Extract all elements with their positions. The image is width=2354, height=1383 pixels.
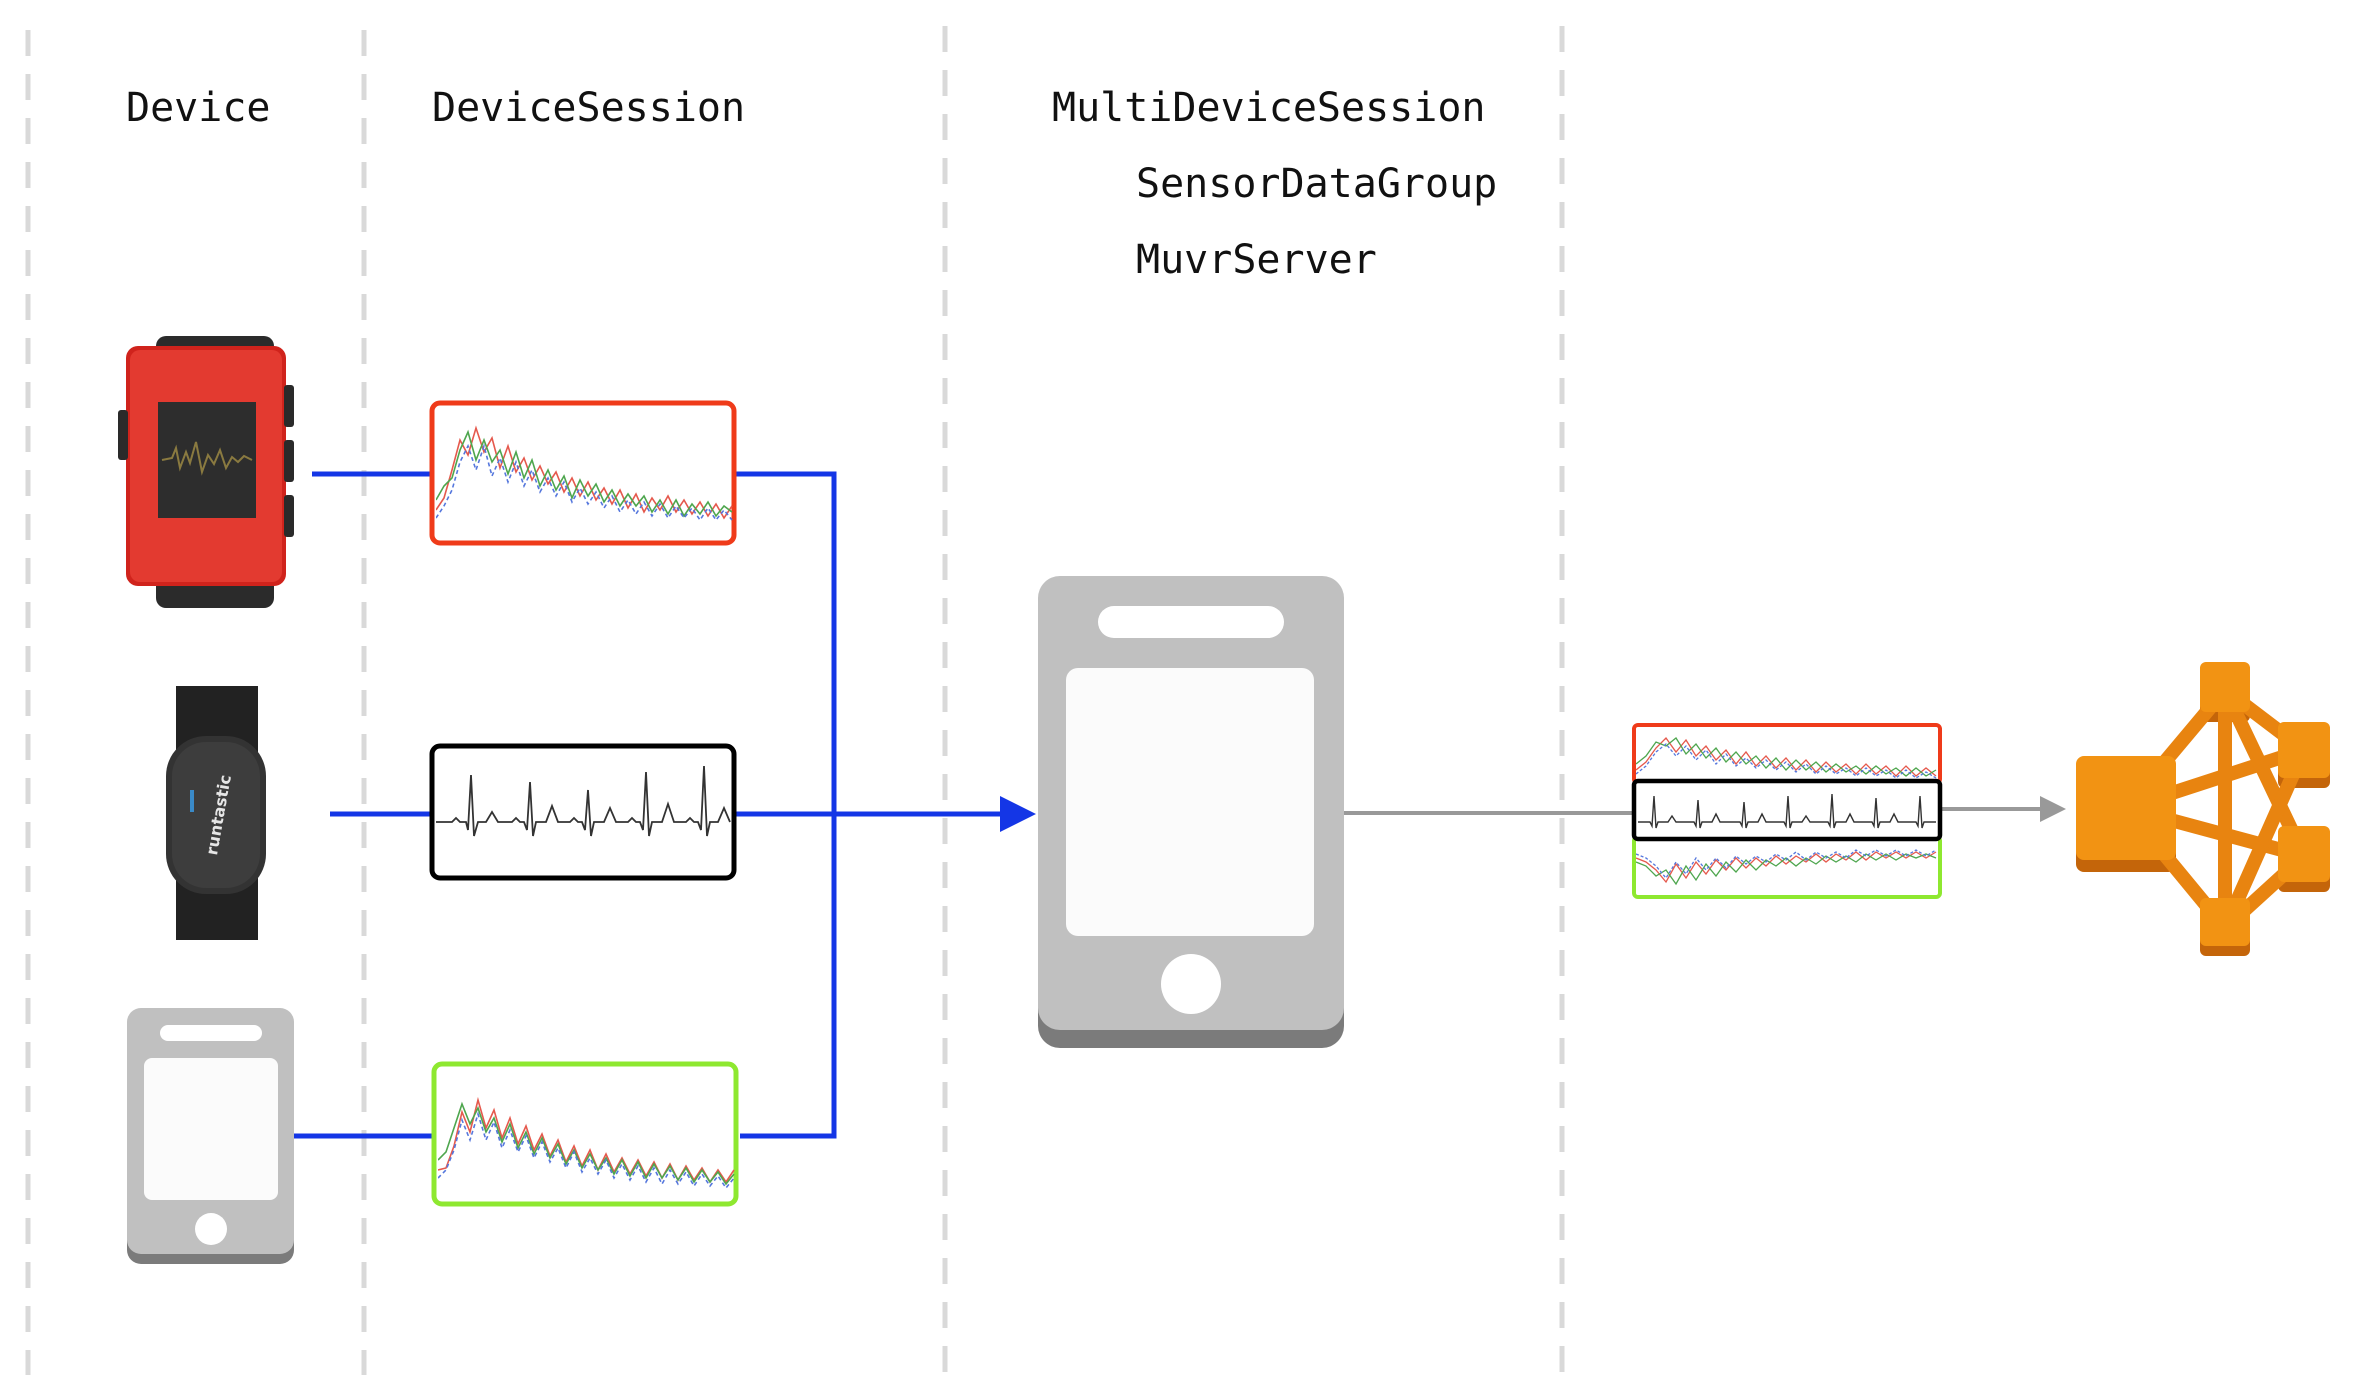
- server-network-icon: [2076, 662, 2330, 956]
- arrow-head-blue: [1000, 796, 1036, 832]
- label-muvr-server: MuvrServer: [1136, 237, 1377, 283]
- device-session-watch: [429, 400, 737, 546]
- mobile-phone-icon: [1038, 576, 1344, 1048]
- column-label-device-session: DeviceSession: [432, 85, 746, 131]
- column-label-device: Device: [126, 85, 271, 131]
- phone-to-server-connector: [1344, 796, 2066, 822]
- small-phone-icon: [127, 1008, 294, 1264]
- device-session-phone: [431, 1061, 739, 1207]
- heart-rate-strap-icon: runtastic: [166, 686, 266, 940]
- pebble-watch-icon: [118, 336, 294, 608]
- device-session-strap: [429, 743, 737, 881]
- column-dividers: [25, 26, 1565, 1375]
- connectors: [292, 471, 1036, 1139]
- column-label-multi-device-session: MultiDeviceSession: [1052, 85, 1486, 131]
- label-sensor-data-group: SensorDataGroup: [1136, 161, 1498, 207]
- sensor-data-group-stack: [1631, 723, 1943, 899]
- merge-line: [736, 471, 837, 1139]
